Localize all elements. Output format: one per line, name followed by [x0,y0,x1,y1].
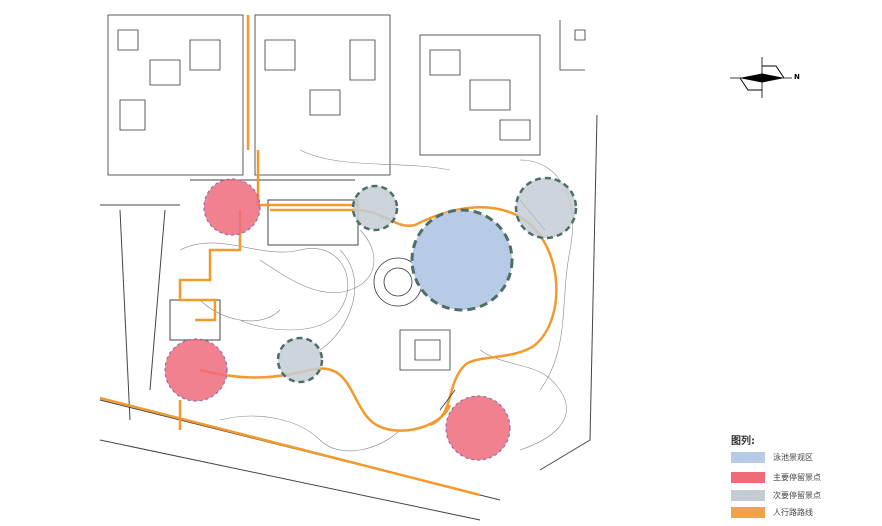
legend-item-route: 人行路路线 [731,507,813,518]
legend-swatch [731,490,765,501]
pool-area [410,208,514,312]
legend-item-primary-stop: 主要停留景点 [731,472,821,483]
compass-icon [730,57,792,98]
pedestrian-route [99,15,558,497]
compass-north-label: N [794,73,800,81]
legend-item-secondary-stop: 次要停留景点 [731,490,821,501]
legend-label: 次要停留景点 [773,491,821,500]
contour-lines [179,149,573,452]
primary-stops [164,178,511,461]
residential-buildings [107,14,586,176]
legend-swatch [731,507,765,518]
legend-label: 泳池景观区 [773,453,813,462]
legend-title: 图列: [731,436,755,447]
legend-label: 主要停留景点 [773,473,821,482]
legend-label: 人行路路线 [773,508,813,517]
legend-swatch [731,472,765,483]
legend-swatch [731,452,765,463]
secondary-stops [276,176,578,384]
legend-item-pool: 泳池景观区 [731,452,813,463]
site-boundary [99,114,598,521]
